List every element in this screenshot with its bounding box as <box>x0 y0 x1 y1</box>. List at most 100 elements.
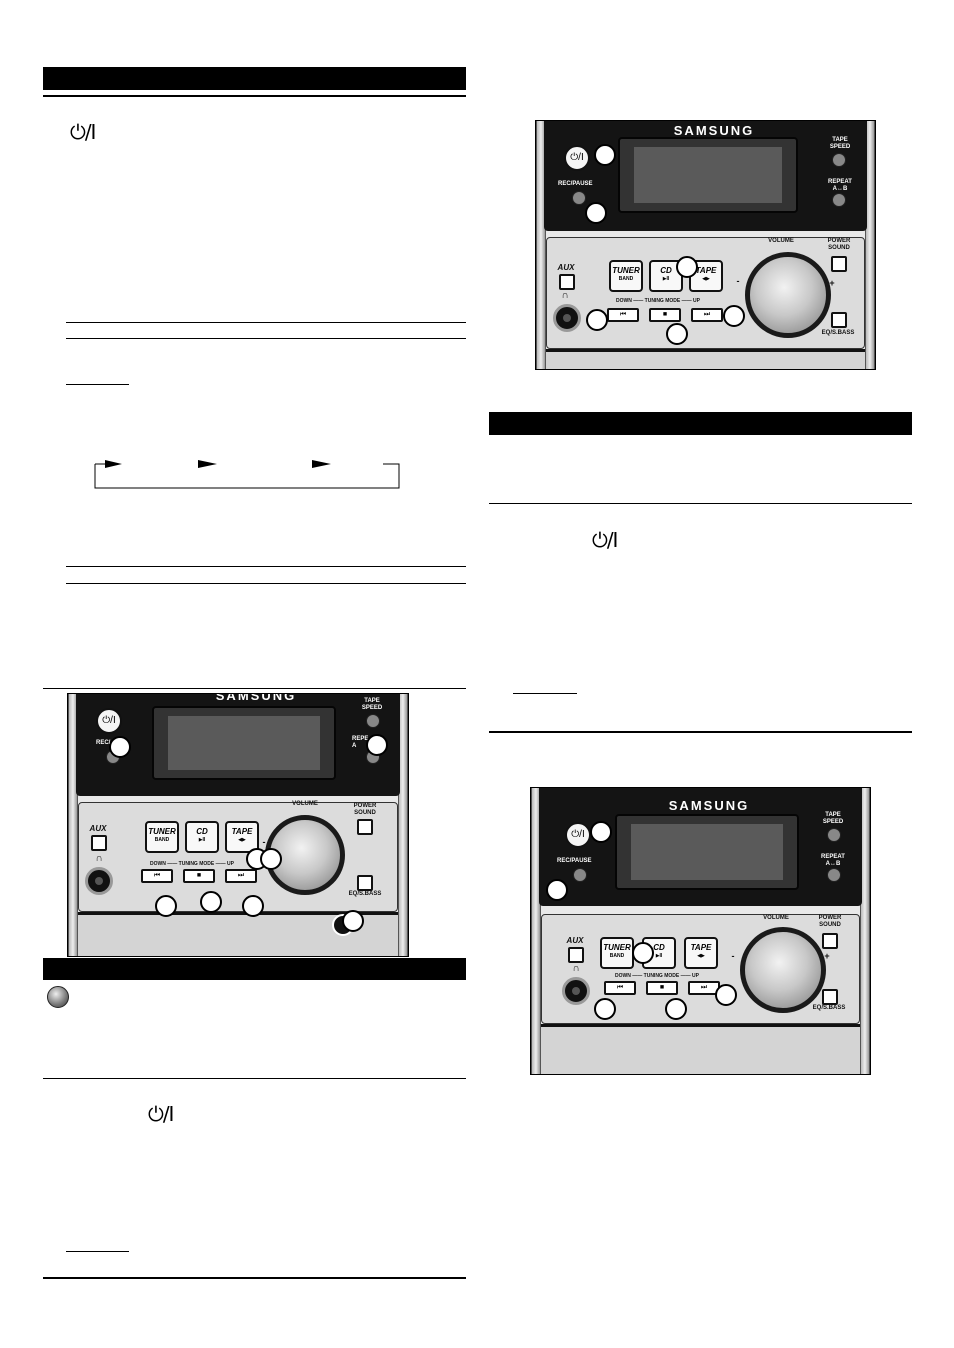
rec-pause-label: REC/PAUSE <box>557 858 592 864</box>
eq-sbass-label: EQ/S.BASS <box>348 891 382 897</box>
tuning-mode-label: DOWN —— TUNING MODE —— UP <box>616 298 700 304</box>
callout-marker <box>342 910 364 932</box>
next-button[interactable]: ⏭ <box>691 308 723 322</box>
power-standby-icon: ⏻/I <box>70 120 96 144</box>
callout-marker <box>676 256 698 278</box>
section-divider <box>489 731 912 733</box>
power-sound-button[interactable] <box>357 819 373 835</box>
eq-sbass-label: EQ/S.BASS <box>812 1005 846 1011</box>
power-button[interactable]: ⏻/I <box>96 708 122 734</box>
rec-pause-button[interactable] <box>572 191 586 205</box>
underline <box>66 1251 129 1252</box>
power-standby-icon: ⏻/I <box>592 528 618 552</box>
underline <box>513 693 577 694</box>
callout-marker <box>723 305 745 327</box>
volume-label: VOLUME <box>768 238 794 244</box>
volume-knob[interactable] <box>740 927 826 1013</box>
repeat-label: REPEAT A↔B <box>828 179 852 192</box>
repeat-button[interactable] <box>827 868 841 882</box>
callout-marker <box>109 736 131 758</box>
step-divider <box>66 338 466 339</box>
power-sound-label: POWER SOUND <box>818 915 842 928</box>
power-button[interactable]: ⏻/I <box>564 145 590 171</box>
device-front-panel: SAMSUNG ⏻/I REC/PAUSE TAPE SPEED REPEAT … <box>530 787 871 1075</box>
callout-marker <box>594 144 616 166</box>
headphones-icon: ∩ <box>561 290 569 301</box>
section-header-bar <box>489 412 912 435</box>
headphone-jack[interactable] <box>553 304 581 332</box>
callout-marker <box>366 734 388 756</box>
callout-marker <box>546 879 568 901</box>
repeat-label: REPEAT A↔B <box>821 854 845 867</box>
previous-button[interactable]: ⏮ <box>141 869 173 883</box>
section-header-bar <box>43 67 466 90</box>
rec-pause-button[interactable] <box>573 868 587 882</box>
section-divider <box>43 688 466 689</box>
power-sound-button[interactable] <box>822 933 838 949</box>
callout-marker <box>155 895 177 917</box>
volume-label: VOLUME <box>292 801 318 807</box>
next-button[interactable]: ⏭ <box>225 869 257 883</box>
tape-button[interactable]: TAPE◀▶ <box>684 937 718 969</box>
aux-button[interactable] <box>559 274 575 290</box>
callout-marker <box>585 202 607 224</box>
tape-speed-label: TAPE SPEED <box>829 137 851 150</box>
power-standby-icon: ⏻/I <box>102 715 116 726</box>
stop-button[interactable]: ■ <box>646 981 678 995</box>
tape-button[interactable]: TAPE◀▶ <box>225 821 259 853</box>
power-symbol: ⏻/I <box>148 1102 174 1126</box>
tape-speed-label: TAPE SPEED <box>822 812 844 825</box>
tape-speed-button[interactable] <box>366 714 380 728</box>
callout-marker <box>632 942 654 964</box>
tape-speed-button[interactable] <box>827 828 841 842</box>
callout-marker <box>665 998 687 1020</box>
headphones-icon: ∩ <box>95 853 103 864</box>
aux-label: AUX <box>89 824 107 833</box>
callout-marker <box>594 998 616 1020</box>
step-divider <box>66 583 466 584</box>
power-standby-icon: ⏻/I <box>571 829 585 840</box>
volume-label: VOLUME <box>763 915 789 921</box>
section-divider <box>43 1277 466 1279</box>
callout-marker <box>666 323 688 345</box>
brand-logo: SAMSUNG <box>673 123 755 138</box>
aux-button[interactable] <box>91 835 107 851</box>
headphone-jack[interactable] <box>562 977 590 1005</box>
power-sound-label: POWER SOUND <box>353 803 377 816</box>
previous-button[interactable]: ⏮ <box>604 981 636 995</box>
right-arrow-icon <box>198 460 217 468</box>
eq-sbass-button[interactable] <box>822 989 838 1005</box>
stop-button[interactable]: ■ <box>183 869 215 883</box>
power-button[interactable]: ⏻/I <box>565 822 591 848</box>
section-divider <box>43 1078 466 1079</box>
headphone-jack[interactable] <box>85 867 113 895</box>
aux-button[interactable] <box>568 947 584 963</box>
brand-logo: SAMSUNG <box>215 693 297 703</box>
step-divider <box>66 322 466 323</box>
power-sound-button[interactable] <box>831 256 847 272</box>
callout-marker <box>715 984 737 1006</box>
cd-play-pause-button[interactable]: CD▶II <box>185 821 219 853</box>
underline <box>66 384 129 385</box>
previous-button[interactable]: ⏮ <box>607 308 639 322</box>
power-standby-icon: ⏻/I <box>148 1102 174 1126</box>
power-symbol: ⏻/I <box>592 528 618 552</box>
eq-sbass-button[interactable] <box>357 875 373 891</box>
brand-logo: SAMSUNG <box>668 798 750 813</box>
repeat-button[interactable] <box>832 193 846 207</box>
power-sound-label: POWER SOUND <box>827 238 851 251</box>
round-indicator-icon <box>47 986 69 1008</box>
section-divider <box>489 503 912 504</box>
right-arrow-icon <box>105 460 122 468</box>
aux-label: AUX <box>557 263 575 272</box>
volume-knob[interactable] <box>745 252 831 338</box>
stop-button[interactable]: ■ <box>649 308 681 322</box>
rec-pause-label: REC/ <box>96 740 111 746</box>
callout-marker <box>586 309 608 331</box>
repeat-label: REPE A <box>352 736 369 749</box>
eq-sbass-button[interactable] <box>831 312 847 328</box>
tape-speed-button[interactable] <box>832 153 846 167</box>
